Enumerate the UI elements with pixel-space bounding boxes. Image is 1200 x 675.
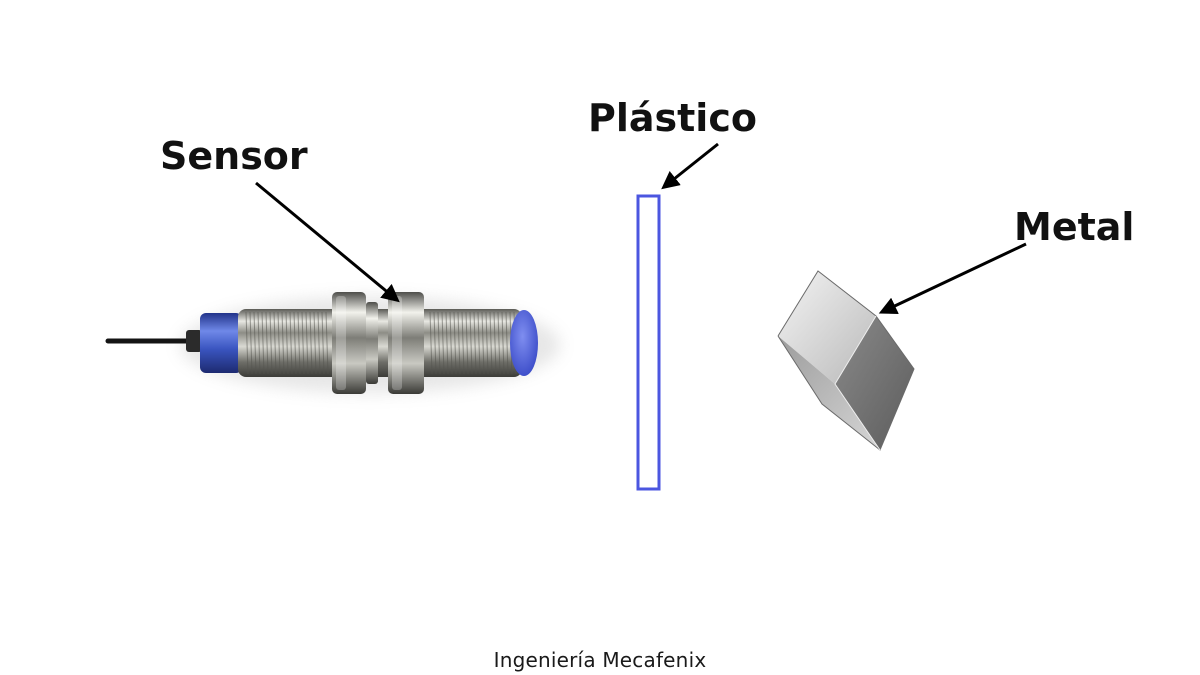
plastic-sheet-icon (636, 194, 661, 491)
sensor-nut-1 (332, 292, 366, 394)
sensor-icon (105, 292, 560, 394)
metal-arrow (878, 242, 1027, 314)
metal-block-icon (777, 270, 915, 451)
caption: Ingeniería Mecafenix (493, 648, 707, 672)
plastic-arrow (661, 142, 719, 190)
metal-label: Metal (1014, 205, 1134, 249)
plastic-label: Plástico (588, 96, 757, 140)
sensor-face (510, 310, 538, 376)
sensor-nut-2 (388, 292, 424, 394)
sensor-arrow (255, 181, 400, 303)
sensor-label: Sensor (160, 134, 308, 178)
